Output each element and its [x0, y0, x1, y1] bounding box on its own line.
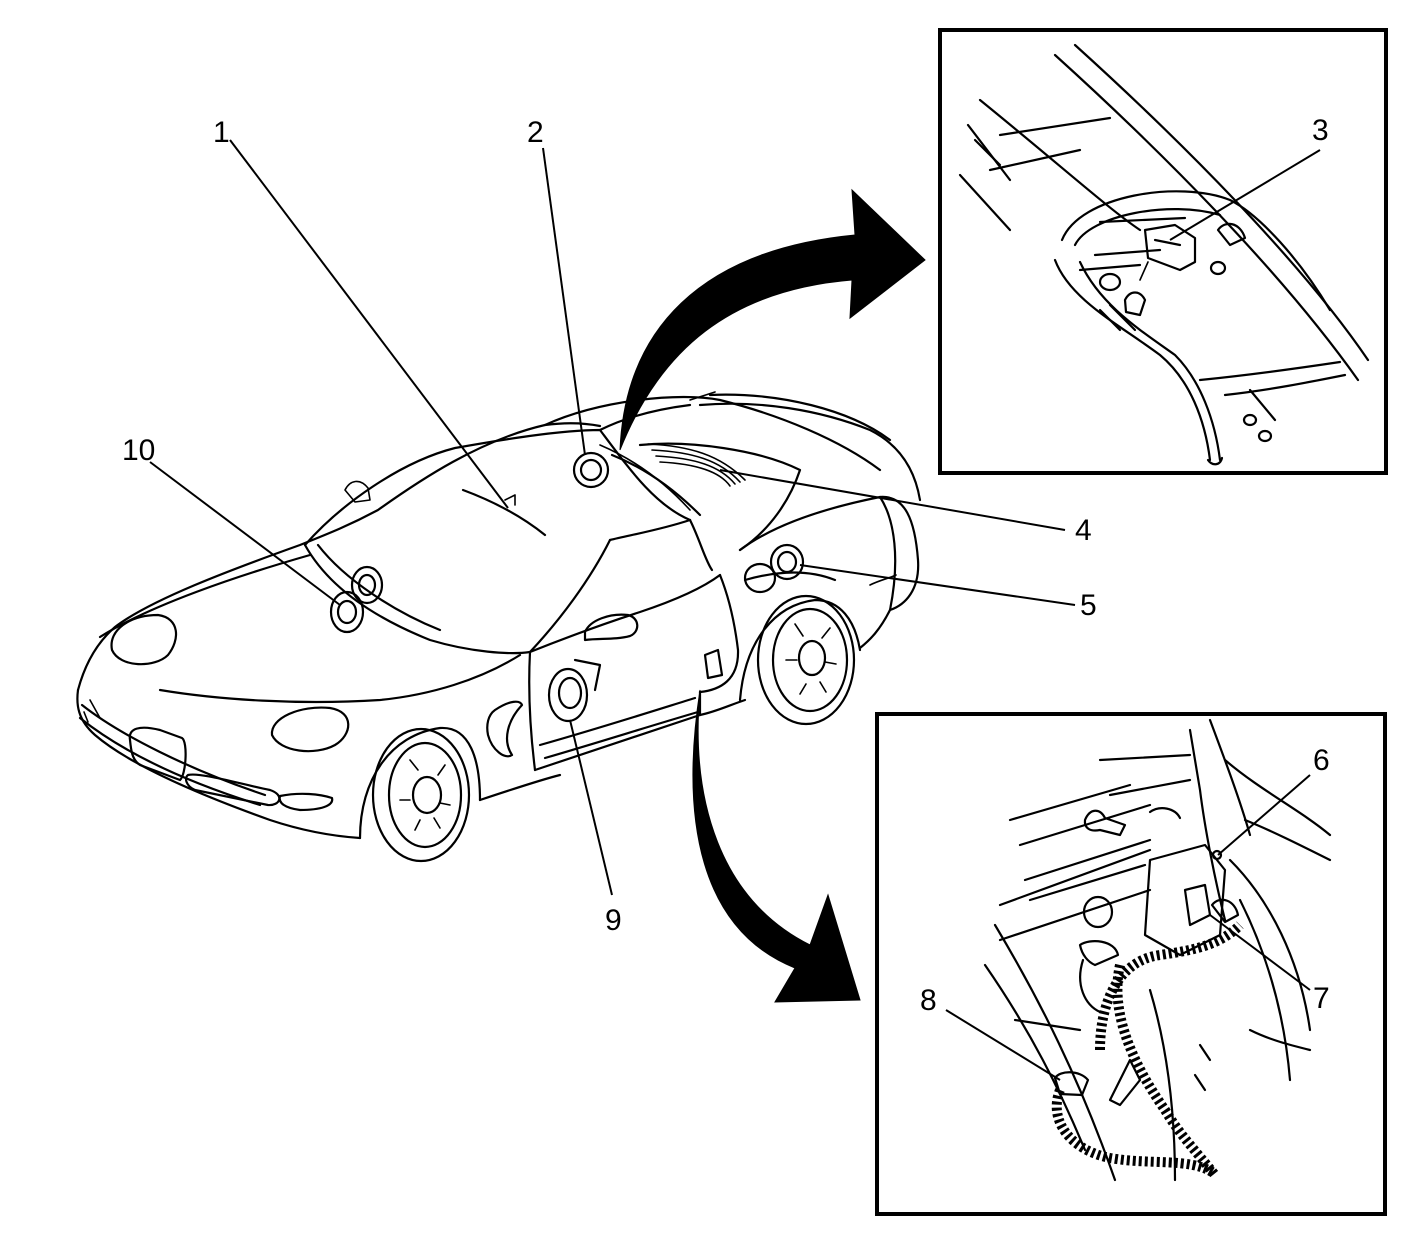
- upper-inset-detail: [938, 28, 1388, 475]
- callout-3: 3: [1312, 114, 1329, 147]
- arrow-to-upper-inset: [619, 188, 926, 451]
- component-10-dash-speakers: [329, 565, 384, 634]
- component-2-speaker: [572, 451, 610, 489]
- callout-10: 10: [122, 434, 155, 467]
- callout-labels: 1 2 3 4 5 6 7 8 9 10: [122, 114, 1330, 1017]
- lower-inset-detail: [875, 712, 1387, 1216]
- car-illustration: [76, 391, 922, 863]
- component-1-glass-antenna: [461, 488, 547, 537]
- callout-7: 7: [1313, 982, 1330, 1015]
- callout-4: 4: [1075, 514, 1092, 547]
- front-wheel: [358, 726, 482, 863]
- callout-8: 8: [920, 984, 937, 1017]
- component-5-speaker: [743, 543, 805, 594]
- callout-6: 6: [1313, 744, 1330, 777]
- component-door-sill-marker: [703, 648, 724, 680]
- callout-5: 5: [1080, 589, 1097, 622]
- component-9-door-speaker: [547, 658, 602, 723]
- callout-2: 2: [527, 116, 544, 149]
- leader-lines: [149, 139, 1321, 1081]
- callout-9: 9: [605, 904, 622, 937]
- rear-wheel: [738, 594, 862, 726]
- arrow-to-lower-inset: [692, 689, 861, 1003]
- callout-1: 1: [213, 116, 230, 149]
